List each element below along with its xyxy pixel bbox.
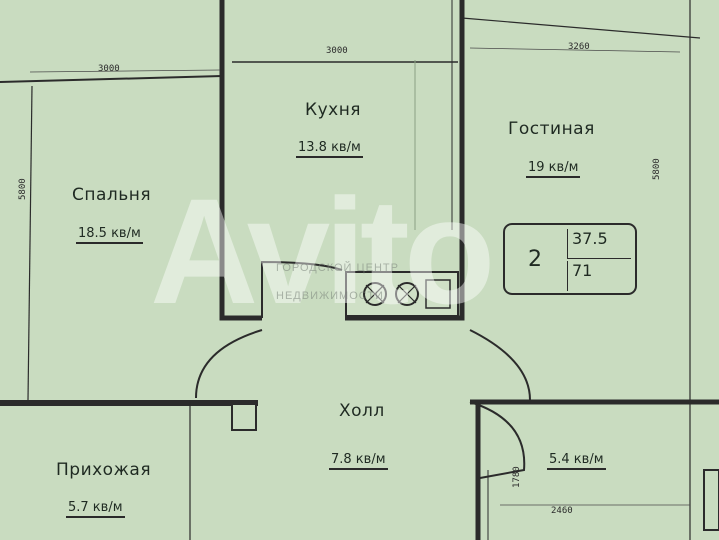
total-area-value: 71 <box>567 261 631 291</box>
bath-door-swing <box>469 401 526 479</box>
kitchen-left-wall <box>219 0 262 321</box>
bedroom-left-wall <box>27 85 33 401</box>
dim-line-top-right <box>469 47 681 53</box>
dim-living-width: 3260 <box>568 42 590 52</box>
kitchen-door-swing <box>261 260 343 318</box>
dim-living-depth: 5800 <box>652 158 662 180</box>
apartment-info-badge: 2 37.5 71 <box>503 223 637 295</box>
hall-door-swing-left <box>195 329 263 399</box>
bedroom-top-wall <box>0 75 223 83</box>
dim-kitchen-width: 3000 <box>326 46 348 56</box>
hall-area: 7.8 кв/м <box>329 452 388 470</box>
burner-1 <box>363 282 387 306</box>
bedroom-area: 18.5 кв/м <box>76 226 143 244</box>
kitchen-name: Кухня <box>305 100 362 120</box>
kitchen-area: 13.8 кв/м <box>296 140 363 158</box>
living-name: Гостиная <box>508 119 595 139</box>
living-area-value: 37.5 <box>567 229 631 259</box>
living-top-wall <box>461 17 701 39</box>
burner-cross-1 <box>365 284 385 304</box>
rooms-count: 2 <box>528 246 542 272</box>
hall-door-swing-right <box>469 329 531 401</box>
column-right <box>703 469 719 531</box>
dim-bedroom-width: 3000 <box>98 64 120 74</box>
bathroom-area: 5.4 кв/м <box>547 452 606 470</box>
stove-block <box>345 271 459 317</box>
kitchen-right-wall <box>345 0 465 321</box>
living-area: 19 кв/м <box>526 160 581 178</box>
dim-bath-width: 2460 <box>551 506 573 516</box>
column-left <box>231 403 257 431</box>
entrance-area: 5.7 кв/м <box>66 500 125 518</box>
burner-cross-2 <box>397 284 417 304</box>
bedroom-name: Спальня <box>72 185 152 205</box>
dim-door-opening: 1780 <box>512 466 522 488</box>
entrance-name: Прихожая <box>56 460 152 480</box>
burner-2 <box>395 282 419 306</box>
hall-name: Холл <box>339 401 385 421</box>
dim-bedroom-depth: 5800 <box>18 178 28 200</box>
sink <box>425 279 451 309</box>
dim-line-top-left <box>29 69 221 73</box>
